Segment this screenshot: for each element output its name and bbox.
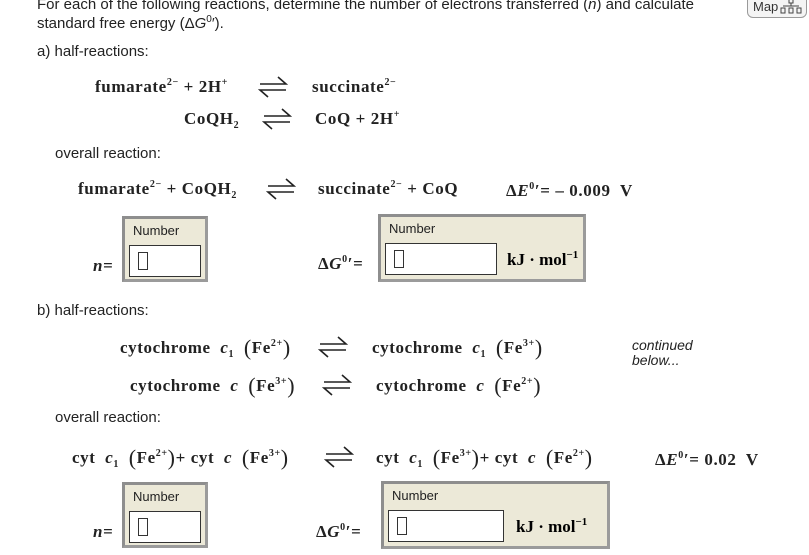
overall-reaction-b-left: cyt c1 (Fe2+)+ cyt c (Fe3+) — [72, 445, 289, 470]
half-reaction-a2-right: CoQ + 2H+ — [315, 109, 401, 128]
half-reaction-a2-left: CoQH2 — [184, 109, 240, 131]
delta-e-a: ΔE0′= – 0.009 V — [506, 181, 633, 200]
part-b-overall-label: overall reaction: — [55, 409, 161, 426]
half-reaction-b2-right: cytochrome c (Fe2+) — [376, 373, 542, 398]
input-caret — [394, 250, 404, 268]
part-a-overall-label: overall reaction: — [55, 145, 161, 162]
equilibrium-arrow-icon — [262, 108, 292, 130]
n-input-a[interactable] — [129, 245, 201, 277]
map-button[interactable]: Map — [747, 0, 807, 18]
half-reaction-b1-right: cytochrome c1 (Fe3+) — [372, 335, 543, 360]
map-button-label: Map — [753, 0, 779, 14]
equilibrium-arrow-icon — [258, 76, 288, 98]
unit-label-b: kJ · mol−1 — [516, 516, 588, 536]
n-input-b[interactable] — [129, 511, 201, 543]
n-label-a: n= — [93, 256, 114, 275]
n-number-box-b: Number — [122, 482, 208, 548]
half-reaction-b1-left: cytochrome c1 (Fe2+) — [120, 335, 291, 360]
delta-g-label-b: ΔG0′= — [316, 522, 362, 541]
hierarchy-icon — [780, 0, 802, 14]
overall-reaction-a-right: succinate2− + CoQ — [318, 179, 459, 198]
delta-g-number-box-a: Number kJ · mol−1 — [378, 214, 586, 282]
input-caret — [397, 517, 407, 535]
equilibrium-arrow-icon — [322, 374, 352, 396]
overall-reaction-b-right: cyt c1 (Fe3+)+ cyt c (Fe2+) — [376, 445, 593, 470]
instructions-line-2: standard free energy (ΔG0′). — [37, 14, 224, 32]
half-reaction-a1-right: succinate2− — [312, 77, 397, 96]
half-reaction-a1-left: fumarate2− + 2H+ — [95, 77, 228, 96]
instructions-line-1: For each of the following reactions, det… — [37, 0, 695, 13]
unit-label-a: kJ · mol−1 — [507, 249, 579, 269]
equilibrium-arrow-icon — [324, 446, 354, 468]
delta-g-label-a: ΔG0′= — [318, 254, 364, 273]
input-caret — [138, 518, 148, 536]
delta-g-input-b[interactable] — [388, 510, 504, 542]
overall-reaction-a-left: fumarate2− + CoQH2 — [78, 179, 237, 201]
n-label-b: n= — [93, 522, 114, 541]
number-label: Number — [389, 221, 436, 236]
delta-e-b: ΔE0′= 0.02 V — [655, 450, 759, 469]
number-label: Number — [133, 223, 180, 238]
equilibrium-arrow-icon — [266, 178, 296, 200]
equilibrium-arrow-icon — [318, 336, 348, 358]
n-number-box-a: Number — [122, 216, 208, 282]
part-a-label: a) half-reactions: — [37, 43, 149, 60]
part-b-label: b) half-reactions: — [37, 302, 149, 319]
number-label: Number — [392, 488, 439, 503]
number-label: Number — [133, 489, 180, 504]
delta-g-input-a[interactable] — [385, 243, 497, 275]
half-reaction-b2-left: cytochrome c (Fe3+) — [130, 373, 296, 398]
input-caret — [138, 252, 148, 270]
delta-g-number-box-b: Number kJ · mol−1 — [381, 481, 610, 549]
